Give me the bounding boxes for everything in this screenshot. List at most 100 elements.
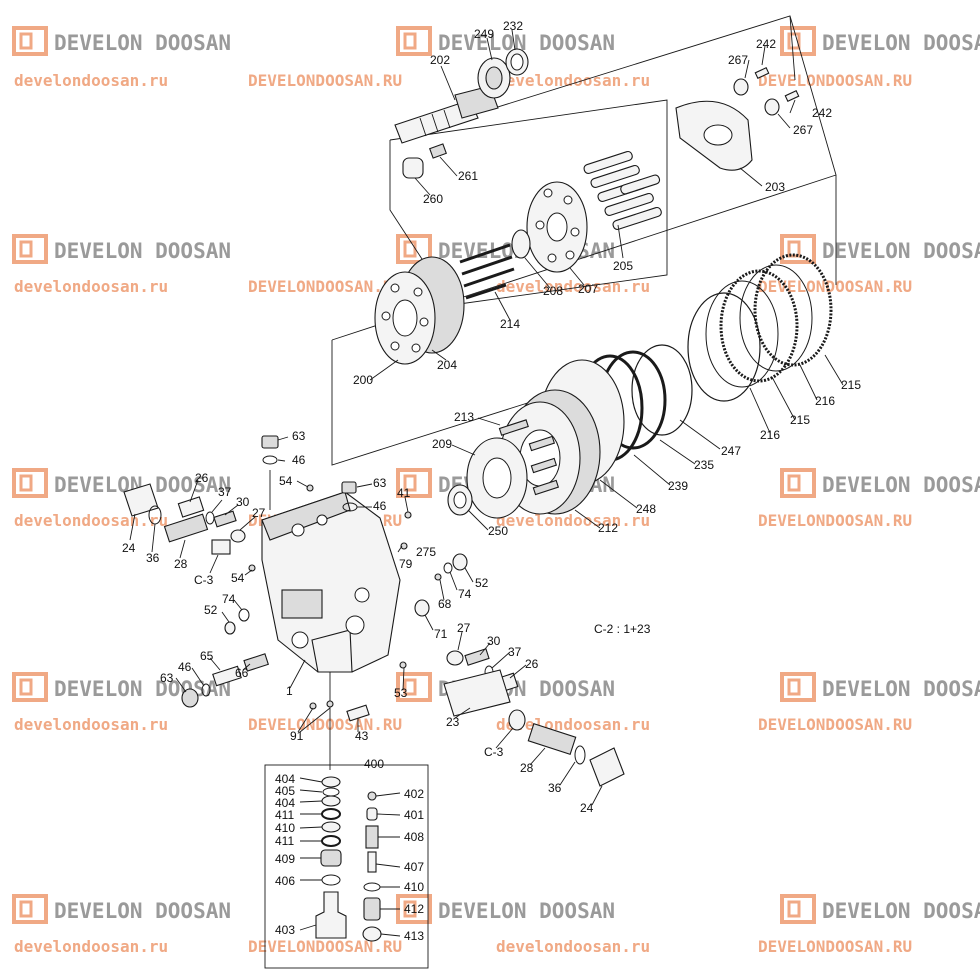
watermark-layer: DEVELON DOOSAN DEVELON DOOSAN DEVELON DO… bbox=[12, 26, 980, 956]
label-216: 216 bbox=[760, 428, 780, 442]
watermark-logo-text: DEVELON DOOSAN bbox=[822, 899, 980, 923]
part-65-spool bbox=[212, 665, 242, 687]
part-c3-cartridge bbox=[508, 709, 526, 731]
label-43: 43 bbox=[355, 729, 369, 743]
frame-mid-left bbox=[331, 340, 601, 466]
label-207: 207 bbox=[578, 282, 598, 296]
label-63: 63 bbox=[292, 429, 306, 443]
label-405: 405 bbox=[275, 784, 295, 798]
label-407: 407 bbox=[404, 860, 424, 874]
part-247-plate bbox=[631, 344, 693, 436]
label-209: 209 bbox=[432, 437, 452, 451]
frame-right-tick bbox=[789, 15, 796, 81]
label-200: 200 bbox=[353, 373, 373, 387]
part-53-plug bbox=[399, 661, 407, 669]
watermark-logo-text: DEVELON DOOSAN bbox=[822, 31, 980, 55]
label-28: 28 bbox=[520, 761, 534, 775]
part-249-bearing bbox=[477, 57, 511, 99]
label-c-3: C-3 bbox=[484, 745, 504, 759]
part-24-plug-left bbox=[123, 483, 159, 517]
watermark-site-text: DEVELONDOOSAN.RU bbox=[758, 277, 912, 296]
part-30-spring bbox=[213, 510, 237, 528]
frame-upper-inner bbox=[389, 99, 668, 306]
label-408: 408 bbox=[404, 830, 424, 844]
part-413-nut bbox=[362, 926, 382, 942]
label-27: 27 bbox=[252, 506, 266, 520]
watermark-logo-text: DEVELON DOOSAN bbox=[822, 473, 980, 497]
part-408-spring bbox=[365, 825, 379, 849]
label-26: 26 bbox=[195, 471, 209, 485]
leader-lines bbox=[129, 29, 844, 937]
part-36-oring bbox=[574, 745, 586, 765]
watermark-site-text: DEVELONDOOSAN.RU bbox=[758, 715, 912, 734]
label-261: 261 bbox=[458, 169, 478, 183]
part-63-plug bbox=[261, 435, 279, 449]
part-52-plug bbox=[224, 621, 236, 635]
part-407-pin bbox=[367, 851, 377, 873]
part-401-poppet bbox=[366, 807, 378, 821]
label-68: 68 bbox=[438, 597, 452, 611]
label-37: 37 bbox=[508, 645, 522, 659]
part-215-216-discs bbox=[687, 253, 833, 402]
label-74: 74 bbox=[222, 592, 236, 606]
part-43-bolt bbox=[346, 704, 370, 722]
watermark-logo-text: DEVELON DOOSAN bbox=[54, 31, 231, 55]
part-79-plug bbox=[400, 542, 408, 550]
part-261-spring bbox=[429, 143, 447, 159]
label-54: 54 bbox=[231, 571, 245, 585]
label-215: 215 bbox=[790, 413, 810, 427]
part-406-ring bbox=[321, 874, 341, 886]
label-409: 409 bbox=[275, 852, 295, 866]
part-54-plug bbox=[248, 564, 256, 572]
part-91-plug bbox=[326, 700, 334, 708]
part-27-poppet bbox=[446, 650, 464, 666]
part-54-plug bbox=[306, 484, 314, 492]
watermark-site-text: develondoosan.ru bbox=[496, 71, 650, 90]
watermark-site-text: develondoosan.ru bbox=[14, 277, 168, 296]
watermark-site-text: DEVELONDOOSAN.RU bbox=[758, 511, 912, 530]
label-204: 204 bbox=[437, 358, 457, 372]
part-68-plug bbox=[434, 573, 442, 581]
label-235: 235 bbox=[694, 458, 714, 472]
label-74: 74 bbox=[458, 587, 472, 601]
part-242-pin bbox=[784, 90, 800, 102]
label-52: 52 bbox=[475, 576, 489, 590]
label-410: 410 bbox=[404, 880, 424, 894]
label-46: 46 bbox=[292, 453, 306, 467]
watermark-logo-text: DEVELON DOOSAN bbox=[438, 899, 615, 923]
watermark-site-text: develondoosan.ru bbox=[496, 511, 650, 530]
label-212: 212 bbox=[598, 521, 618, 535]
label-30: 30 bbox=[487, 634, 501, 648]
label-275: 275 bbox=[416, 545, 436, 559]
part-404-ring bbox=[321, 776, 341, 788]
label-232: 232 bbox=[503, 19, 523, 33]
part-37-ring bbox=[205, 511, 215, 525]
watermark-logo-text: DEVELON DOOSAN bbox=[54, 239, 231, 263]
part-26-seat bbox=[177, 496, 205, 518]
label-401: 401 bbox=[404, 808, 424, 822]
part-260-bushing bbox=[402, 157, 424, 179]
watermark-site-text: DEVELONDOOSAN.RU bbox=[248, 715, 402, 734]
label-403: 403 bbox=[275, 923, 295, 937]
part-213-springs bbox=[498, 419, 560, 496]
watermark-site-text: DEVELONDOOSAN.RU bbox=[758, 71, 912, 90]
part-74-oring bbox=[443, 562, 453, 574]
label-37: 37 bbox=[218, 485, 232, 499]
watermark-logo-text: DEVELON DOOSAN bbox=[54, 899, 231, 923]
label-412: 412 bbox=[404, 902, 424, 916]
label-267: 267 bbox=[793, 123, 813, 137]
part-403-valve bbox=[315, 891, 347, 939]
label-202: 202 bbox=[430, 53, 450, 67]
part-63-plug bbox=[181, 688, 199, 708]
label-413: 413 bbox=[404, 929, 424, 943]
part-404-ring bbox=[321, 795, 341, 807]
part-63-plug bbox=[341, 481, 357, 494]
part-409-seat bbox=[320, 849, 342, 867]
part-267-bushing bbox=[764, 98, 780, 116]
part-71-plug bbox=[414, 599, 430, 617]
label-1: 1 bbox=[286, 684, 293, 698]
part-202-shaft bbox=[394, 85, 499, 144]
label-404: 404 bbox=[275, 772, 295, 786]
